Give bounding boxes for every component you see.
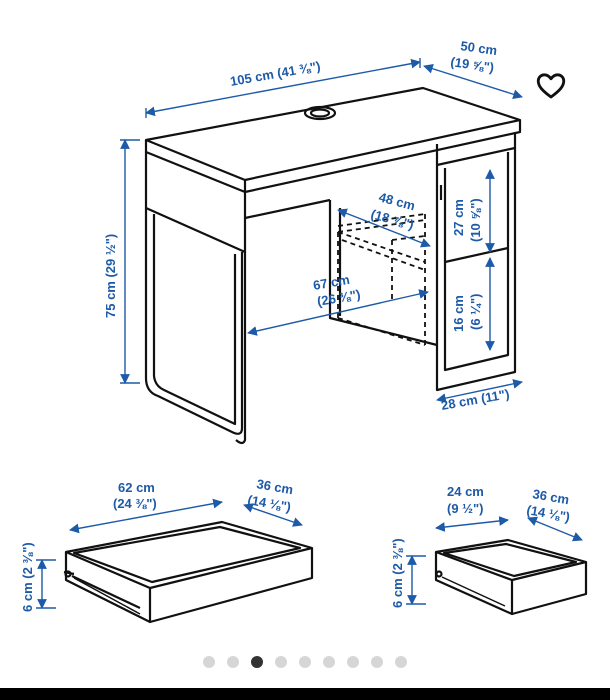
carousel-dot[interactable] [323, 656, 335, 668]
large-drawer-width-label: 62 cm [118, 480, 155, 495]
desk-inner-width-inch-label: (26 ⅜") [316, 287, 362, 309]
top-drawer-height-label: 27 cm [451, 199, 466, 236]
carousel-dot[interactable] [371, 656, 383, 668]
heart-outline-icon [536, 73, 566, 99]
carousel-dot[interactable] [395, 656, 407, 668]
small-drawer-drawing [434, 538, 588, 616]
carousel-dot[interactable] [227, 656, 239, 668]
small-drawer-depth-inch-label: (14 ⅛") [525, 502, 571, 524]
carousel-pagination [0, 653, 610, 671]
carousel-dot[interactable] [251, 656, 263, 668]
desk-depth-label: 50 cm [460, 38, 499, 58]
large-drawer-depth-label: 36 cm [255, 476, 294, 497]
large-drawer-depth-inch-label: (14 ⅛") [246, 492, 292, 514]
top-drawer-height-inch-label: (10 ⅝") [468, 198, 483, 242]
small-drawer-width-label: 24 cm [447, 484, 484, 499]
carousel-dot[interactable] [203, 656, 215, 668]
small-drawer-depth-label: 36 cm [531, 486, 570, 507]
large-drawer-width-inch-label: (24 ⅜") [113, 496, 157, 511]
small-drawer-dimension-lines [406, 516, 583, 605]
large-drawer-drawing [63, 520, 314, 624]
large-drawer-height-label: 6 cm (2 ⅜") [20, 542, 35, 612]
cabinet-width-label: 28 cm (11") [440, 386, 511, 413]
bottom-bar [0, 688, 610, 700]
desk-width-label: 105 cm (41 ⅜") [229, 58, 322, 89]
small-drawer-width-inch-label: (9 ½") [447, 501, 484, 516]
desk-drawing [144, 86, 522, 445]
desk-height-label: 75 cm (29 ½") [103, 234, 118, 318]
small-drawer-height-label: 6 cm (2 ⅜") [390, 538, 405, 608]
carousel-dot[interactable] [347, 656, 359, 668]
desk-dimension-lines [120, 58, 523, 403]
lower-shelf-height-inch-label: (6 ¼") [468, 293, 483, 330]
lower-shelf-height-label: 16 cm [451, 295, 466, 332]
desk-inner-width-label: 67 cm [312, 272, 351, 293]
favorite-button[interactable] [534, 68, 568, 102]
carousel-dot[interactable] [299, 656, 311, 668]
large-drawer-dimension-lines [36, 498, 303, 609]
carousel-dot[interactable] [275, 656, 287, 668]
desk-depth-inch-label: (19 ⅝") [450, 54, 495, 75]
